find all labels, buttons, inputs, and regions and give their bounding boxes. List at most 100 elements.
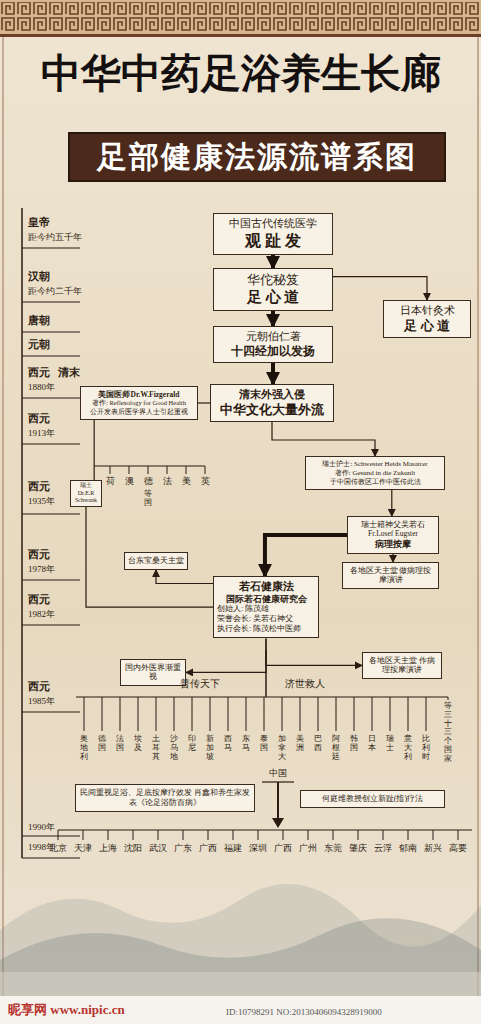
timeline-tick (22, 580, 80, 581)
branch-drop (283, 830, 284, 840)
branch-drop (246, 697, 247, 731)
place-label: 福建 (224, 843, 242, 854)
place-label: 阿根廷 (332, 735, 340, 761)
timeline-tick (22, 302, 80, 303)
box-heading: 美国医师Dr.W.Fizgerald (84, 390, 194, 399)
timeline-tick (22, 356, 80, 357)
place-label: 埃及 (134, 735, 142, 753)
box-heading: 各地区天主堂 作病理按摩演讲 (366, 656, 438, 675)
place-label: 广东 (174, 843, 192, 854)
branch-drop (228, 697, 229, 731)
branch-drop (372, 697, 373, 731)
process-box: 瑞士籍神父吴若石 Fr.Losef Eugster病理按摩 (347, 516, 439, 554)
timeline-label: 西元 (28, 480, 50, 493)
place-label: 广西 (274, 843, 292, 854)
box-text: 荣誉会长: 吴若石神父 (217, 614, 315, 624)
box-heading: 各地区天主堂 做病理按摩演讲 (346, 566, 435, 585)
water (0, 972, 481, 998)
process-box: 华佗秘笈足 心 道 (213, 268, 333, 311)
process-box: 国内外医界渐重视 (120, 659, 186, 686)
branch-drop (383, 830, 384, 840)
place-label: 法国 (116, 735, 124, 753)
branch-line (277, 782, 279, 819)
branch-drop (433, 830, 434, 840)
branch-drop (129, 466, 130, 474)
place-label: 深圳 (249, 843, 267, 854)
branch-drop (258, 830, 259, 840)
box-text: 公开发表后医学界人士引起重视 (84, 408, 194, 416)
place-label: 广西 (199, 843, 217, 854)
branch-drop (448, 697, 449, 700)
box-heading: 何庭维教授创立新趾(指)疗法 (304, 794, 441, 804)
place-label: 英 (201, 476, 210, 487)
branch-drop (120, 697, 121, 731)
process-box: 日本针灸术足 心 道 (383, 300, 471, 338)
process-box: 瑞士 Dr.E.R Schwank (70, 480, 102, 507)
watermark-band (0, 996, 481, 1024)
place-label: 云浮 (374, 843, 392, 854)
branch-drop (358, 830, 359, 840)
connector (333, 277, 427, 300)
box-heading: 清末外强入侵 (214, 388, 330, 402)
timeline-label: 元朝 (28, 338, 50, 351)
place-label: 等国 (144, 490, 152, 508)
place-label: 德国 (98, 735, 106, 753)
timeline-label: 西元 (28, 548, 50, 561)
box-text: 国际若石健康研究会 (217, 594, 315, 605)
timeline-label: 1990年 (28, 822, 55, 833)
place-label: 高要 (449, 843, 467, 854)
connector (266, 638, 362, 665)
branch-drop (458, 830, 459, 840)
place-label: 沙乌地 (170, 735, 178, 761)
branch-drop (138, 697, 139, 731)
timeline-label: 1880年 (28, 382, 55, 393)
place-label: 新兴 (424, 843, 442, 854)
box-heading: 国内外医界渐重视 (124, 663, 182, 682)
place-label: 荷 (106, 476, 115, 487)
branch-drop (390, 697, 391, 731)
box-text: 于中国传教区工作中医传此法 (309, 478, 441, 486)
watermark: 昵享网 www.nipic.cn (8, 1002, 125, 1018)
branch-drop (192, 697, 193, 731)
connector (94, 420, 95, 480)
timeline-tick (22, 398, 80, 399)
place-label: 比利时 (422, 735, 430, 761)
timeline-axis (21, 208, 23, 858)
process-box: 清末外强入侵中华文化大量外流 (210, 384, 334, 422)
timeline-label: 1978年 (28, 564, 55, 575)
box-heading: 瑞士籍神父吴若石 Fr.Losef Eugster (351, 520, 435, 539)
connector (271, 311, 275, 326)
branch-drop (110, 466, 111, 474)
process-box: 各地区天主堂 做病理按摩演讲 (342, 562, 439, 589)
place-label: 瑞士 (386, 735, 394, 753)
box-heading: 民间重视足浴、足底按摩疗效发 肖鑫和养生家发表《论足浴防百病》 (79, 788, 251, 808)
timeline-label: 清末 (58, 366, 80, 379)
process-box: 若石健康法国际若石健康研究会创始人: 陈茂雄荣誉会长: 吴若石神父执行会长: 陈… (213, 576, 319, 638)
place-label: 沈阳 (124, 843, 142, 854)
box-heading: 元朝伯仁著 (217, 330, 329, 344)
place-label: 加拿大 (278, 735, 286, 761)
process-box: 美国医师Dr.W.Fizgerald著作: Reflexology for Go… (80, 386, 198, 420)
title: 中华中药足浴养生长廊 (0, 50, 481, 98)
branch-drop (158, 830, 159, 840)
branch-drop (108, 830, 109, 840)
branch-drop (426, 697, 427, 731)
place-label: 上海 (99, 843, 117, 854)
box-heading: 若石健康法 (217, 580, 315, 594)
branch-drop (167, 466, 168, 474)
place-label: 印尼 (188, 735, 196, 753)
timeline-label: 唐朝 (28, 314, 50, 327)
connector (391, 490, 392, 516)
box-heading: 中国古代传统医学 (217, 217, 329, 231)
place-label: 日本 (368, 735, 376, 753)
timeline-label: 汉朝 (28, 270, 50, 283)
timeline-label: 皇帝 (28, 216, 50, 229)
branch-drop (102, 697, 103, 731)
place-label: 泰国 (260, 735, 268, 753)
branch-drop (282, 697, 283, 731)
branch-drop (264, 697, 265, 731)
branch-drop (205, 466, 206, 474)
process-box: 元朝伯仁著十四经加以发扬 (213, 326, 333, 363)
box-text: 著作: Gesund in die Zukunlt (309, 469, 441, 478)
place-label: 济世救人 (285, 678, 325, 690)
